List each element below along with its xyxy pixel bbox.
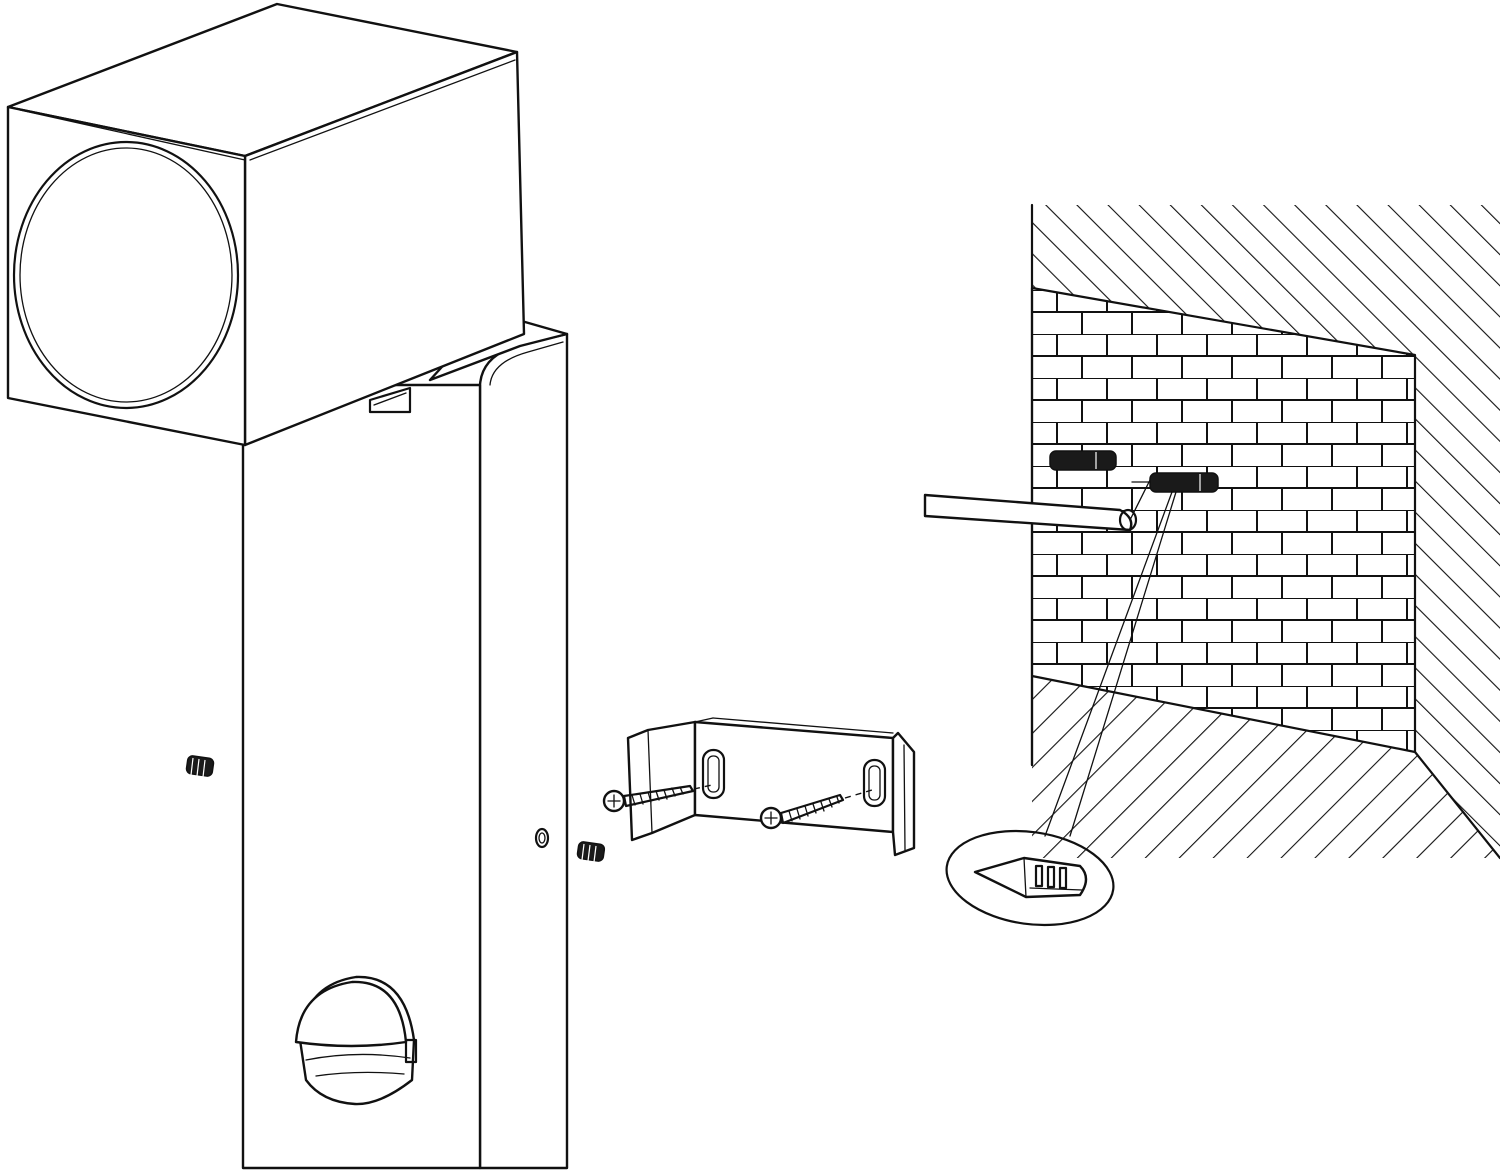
wall-plug-detail xyxy=(945,491,1177,927)
back-plate-side xyxy=(478,332,569,1170)
lens-outer xyxy=(12,140,240,410)
bracket-slot-right xyxy=(862,758,887,808)
mounting-bracket xyxy=(626,717,916,857)
callout-line-right xyxy=(1069,491,1177,837)
lamp-body xyxy=(241,320,569,1170)
drill xyxy=(923,479,1151,532)
bracket-right-flange xyxy=(891,731,916,857)
grub-screw-left xyxy=(185,755,215,778)
motion-sensor xyxy=(294,975,418,1106)
lamp-head xyxy=(6,2,526,447)
wall-hatch-bottom xyxy=(1032,676,1500,858)
detail-plug xyxy=(973,856,1088,899)
wood-screw-left xyxy=(602,784,713,813)
head-mount-tab xyxy=(368,386,412,414)
wall-plug-lower xyxy=(1131,472,1219,493)
grub-screw-right xyxy=(576,841,606,863)
sensor-dome xyxy=(294,980,408,1048)
lens-inner xyxy=(19,147,233,403)
wood-screw-right xyxy=(759,789,873,830)
drill-hole xyxy=(1118,508,1138,532)
bracket-slot-left xyxy=(701,748,726,800)
wall-plug-upper xyxy=(1049,450,1117,471)
wall-hatch-right xyxy=(1415,355,1500,858)
callout-line-left xyxy=(1044,491,1173,837)
brick-wall xyxy=(1030,203,1500,878)
bracket-left-flange xyxy=(626,720,697,842)
head-front-face xyxy=(6,105,247,447)
back-plate-edge xyxy=(489,341,564,386)
sensor-hinge xyxy=(404,1038,418,1064)
detail-ellipse xyxy=(945,829,1115,927)
brick-face xyxy=(1032,288,1415,752)
wall-hatch-top xyxy=(1032,205,1500,355)
side-screw-hole xyxy=(534,827,550,849)
